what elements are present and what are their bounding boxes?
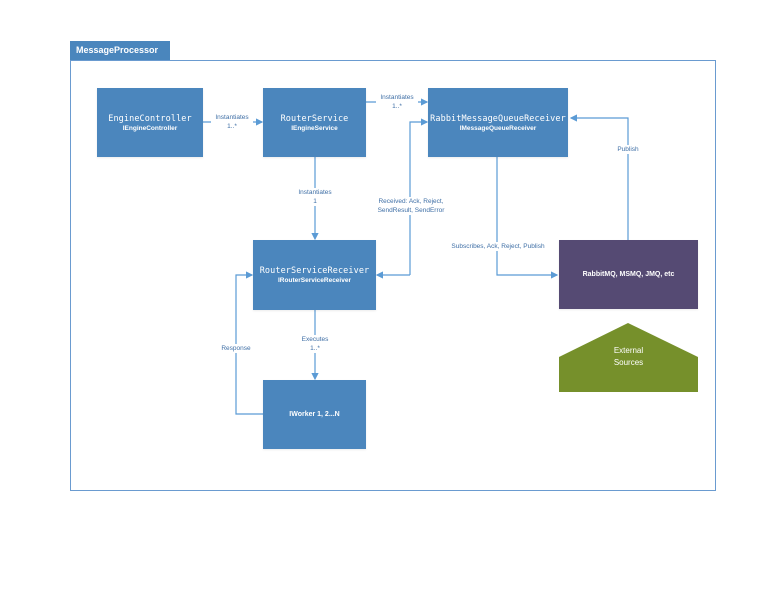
frame-title: MessageProcessor	[70, 41, 170, 60]
edge-queue-to-rmq	[569, 114, 629, 240]
node-router-service[interactable]: RouterService IEngineService	[263, 88, 366, 157]
node-interface: IEngineController	[122, 124, 178, 132]
node-router-service-receiver[interactable]: RouterServiceReceiver IRouterServiceRece…	[253, 240, 376, 310]
node-interface: IRouterServiceReceiver	[278, 277, 351, 284]
node-interface: IEngineService	[291, 124, 338, 132]
external-sources-label: External Sources	[613, 346, 644, 367]
node-engine-controller[interactable]: EngineController IEngineController	[97, 88, 203, 157]
external-sources-shape	[559, 323, 698, 392]
node-name: RabbitMQ, MSMQ, JMQ, etc	[582, 271, 675, 278]
node-interface: IMessageQueueReceiver	[459, 124, 537, 132]
edge-label-worker-to-rsr: Response	[218, 344, 254, 353]
node-name: RabbitMessageQueueReceiver	[430, 113, 566, 124]
message-processor-frame	[70, 60, 716, 491]
node-name: RouterService	[280, 113, 349, 124]
node-name: IWorker 1, 2...N	[289, 411, 340, 418]
node-queue-systems[interactable]: RabbitMQ, MSMQ, JMQ, etc	[559, 240, 698, 309]
node-rabbit-receiver[interactable]: RabbitMessageQueueReceiver IMessageQueue…	[428, 88, 568, 157]
edge-label-rsr-rmq: Received: Ack, Reject,SendResult, SendEr…	[374, 197, 448, 215]
node-worker[interactable]: IWorker 1, 2...N	[263, 380, 366, 449]
node-name: RouterServiceReceiver	[259, 266, 370, 276]
node-name: EngineController	[108, 113, 192, 124]
edge-label-rmq-to-queue: Subscribes, Ack, Reject, Publish	[446, 242, 550, 251]
edge-rmq-to-queue	[496, 157, 559, 279]
edge-label-queue-to-rmq: Publish	[614, 145, 642, 154]
edge-rsr-to-rmq	[409, 118, 429, 275]
